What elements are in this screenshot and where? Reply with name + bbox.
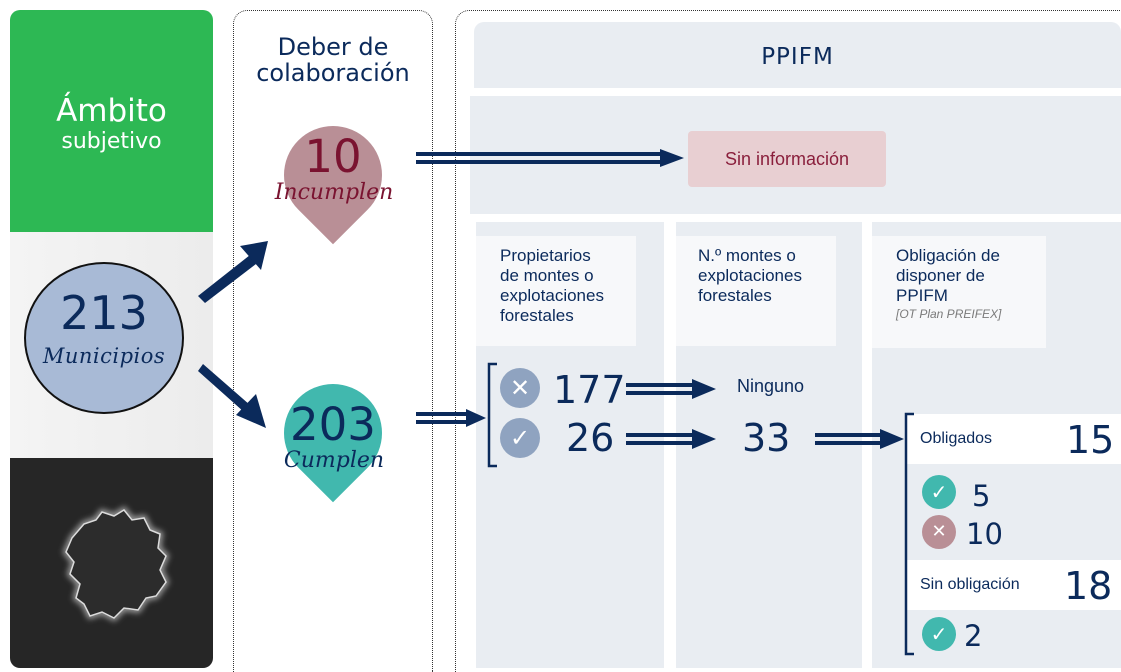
obligated-no-value: 10 xyxy=(966,517,1003,551)
not-obligated-value: 18 xyxy=(1064,564,1113,608)
scope-header-panel xyxy=(10,10,213,232)
owners-header-line: forestales xyxy=(500,306,574,325)
ppifm-header xyxy=(474,22,1121,88)
double-arrow-icon xyxy=(815,433,882,445)
double-arrow-icon xyxy=(416,152,664,164)
municipalities-circle xyxy=(24,262,184,414)
obligated-row xyxy=(906,414,1121,464)
noncompliant-count: 10 xyxy=(304,130,362,183)
owners-no-value: 177 xyxy=(553,368,626,412)
none-label: Ninguno xyxy=(737,376,805,396)
cross-icon: ✕ xyxy=(922,515,956,549)
collaboration-title-line1: Deber de xyxy=(277,33,389,61)
double-arrow-icon xyxy=(416,412,468,424)
arrowhead-icon xyxy=(466,409,486,427)
arrowhead-icon xyxy=(692,429,716,449)
obligation-header-line: Obligación de xyxy=(896,246,1000,265)
compliant-label: Cumplen xyxy=(283,448,385,473)
ppifm-container xyxy=(455,10,1121,672)
municipalities-count: 213 xyxy=(60,286,148,340)
not-obligated-yes-value: 2 xyxy=(964,619,983,653)
municipalities-label: Municipios xyxy=(42,344,166,368)
obligation-header-card: Obligación de disponer de PPIFM [OT Plan… xyxy=(872,236,1046,348)
noncompliant-label: Incumplen xyxy=(274,180,394,205)
owners-header-card: Propietarios de montes o explotaciones f… xyxy=(476,236,636,346)
compliant-count: 203 xyxy=(290,398,376,451)
ppifm-title: PPIFM xyxy=(761,44,834,70)
region-map-panel xyxy=(10,458,213,668)
region-map-icon xyxy=(62,506,170,622)
double-arrow-icon xyxy=(626,433,694,445)
arrowhead-icon xyxy=(692,379,716,399)
arrowhead-icon xyxy=(660,149,684,167)
scope-title: Ámbito xyxy=(56,93,167,129)
owners-yes-value: 26 xyxy=(566,416,615,460)
obligated-yes-value: 5 xyxy=(972,479,991,513)
forests-count: 33 xyxy=(742,416,791,460)
arrow-down-right-icon xyxy=(198,364,266,428)
obligated-value: 15 xyxy=(1066,418,1115,462)
bracket-icon xyxy=(487,362,497,468)
check-icon: ✓ xyxy=(500,418,540,458)
forests-header-line: forestales xyxy=(698,286,772,305)
obligation-header-line: disponer de xyxy=(896,266,985,285)
collaboration-title: Deber de colaboración xyxy=(233,34,433,86)
scope-subtitle: subjetivo xyxy=(61,129,162,154)
cross-icon: ✕ xyxy=(500,368,540,408)
bracket-icon xyxy=(904,412,914,656)
collaboration-container xyxy=(233,10,433,672)
collaboration-title-line2: colaboración xyxy=(256,59,410,87)
owners-header-line: explotaciones xyxy=(500,286,604,305)
band-divider xyxy=(470,215,1121,218)
owners-header-line: de montes o xyxy=(500,266,594,285)
obligation-note: [OT Plan PREIFEX] xyxy=(896,307,1002,321)
check-icon: ✓ xyxy=(922,475,956,509)
not-obligated-label: Sin obligación xyxy=(920,576,1020,593)
forests-header-card: N.º montes o explotaciones forestales xyxy=(676,236,836,346)
not-obligated-row xyxy=(906,560,1121,610)
forests-header-line: explotaciones xyxy=(698,266,802,285)
arrowhead-icon xyxy=(880,429,904,449)
obligated-label: Obligados xyxy=(920,430,993,447)
forests-header-line: N.º montes o xyxy=(698,246,796,265)
owners-header-line: Propietarios xyxy=(500,246,591,265)
no-information-box: Sin información xyxy=(688,131,886,187)
obligation-header-line: PPIFM xyxy=(896,286,948,305)
check-icon: ✓ xyxy=(922,617,956,651)
arrow-up-right-icon xyxy=(198,241,268,303)
double-arrow-icon xyxy=(626,383,694,395)
